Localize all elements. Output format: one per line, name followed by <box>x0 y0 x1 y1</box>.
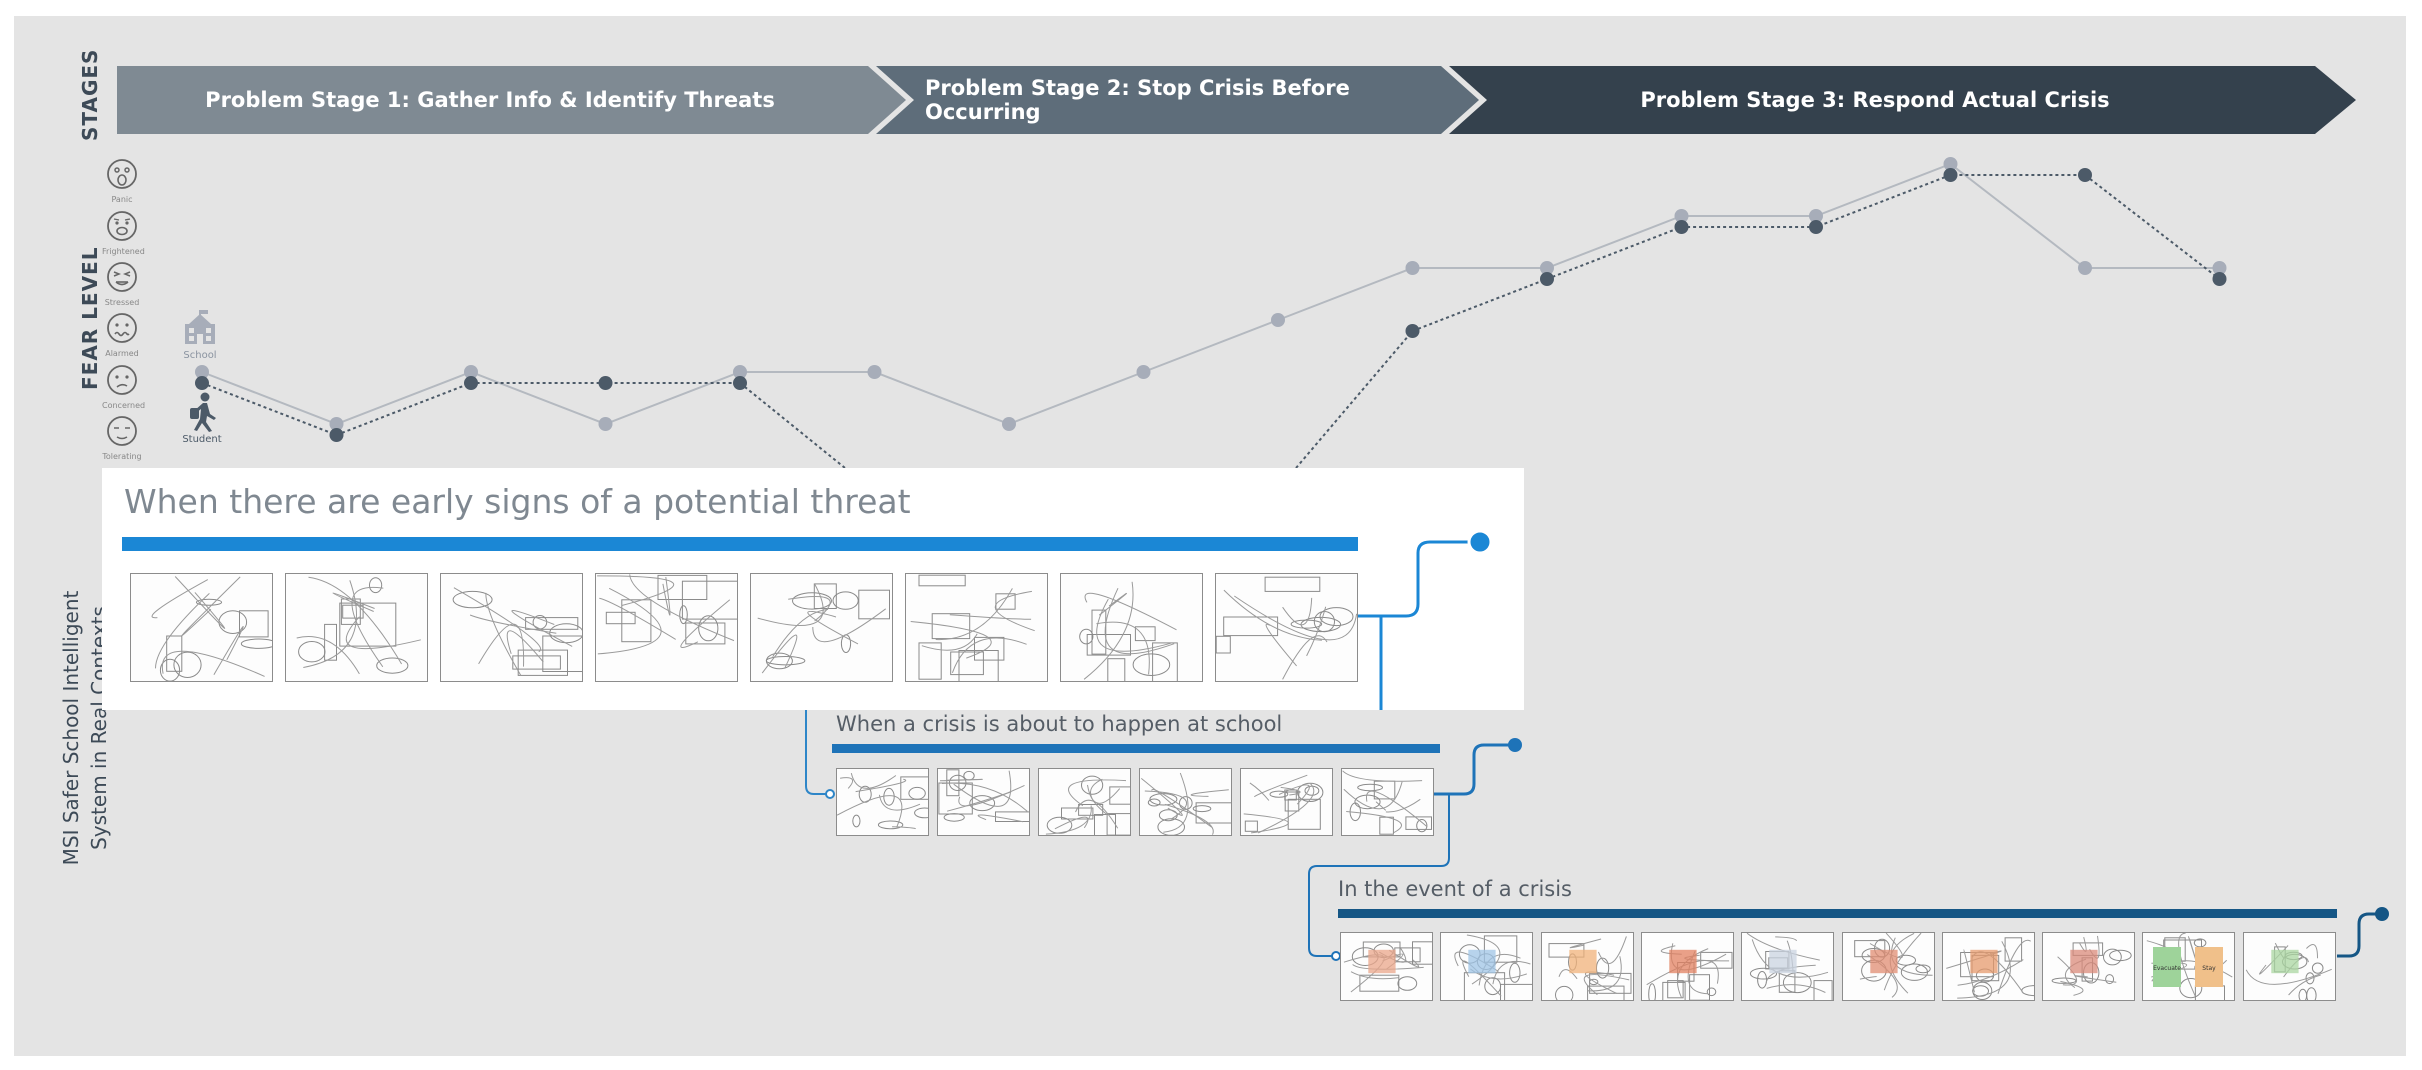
in-event-storyboard-6[interactable] <box>1841 932 1935 1001</box>
in-event-storyboard-7[interactable] <box>1941 932 2035 1001</box>
stage-1-label: Problem Stage 1: Gather Info & Identify … <box>205 88 775 112</box>
in-event-storyboard-1[interactable] <box>1340 932 1433 1001</box>
crisis-about-storyboard-1[interactable] <box>836 768 929 836</box>
fear-level-label: Tolerating <box>102 452 142 461</box>
in-event-title: In the event of a crisis <box>1338 877 1572 901</box>
student-walking-icon <box>190 392 216 432</box>
early-signs-title: When there are early signs of a potentia… <box>124 482 911 521</box>
in-event-storyboard-9[interactable]: Evacuate Stay <box>2142 932 2236 1001</box>
svg-text:Stay: Stay <box>2203 965 2217 972</box>
early-signs-storyboard-5[interactable] <box>750 573 893 682</box>
stage-2-label: Problem Stage 2: Stop Crisis Before Occu… <box>925 76 1350 124</box>
fear-level-frightened: Frightened <box>102 210 145 256</box>
stage-3-label: Problem Stage 3: Respond Actual Crisis <box>1640 88 2110 112</box>
fear-level-alarmed: Alarmed <box>102 312 142 358</box>
concerned-face-icon <box>107 365 137 395</box>
stressed-face-icon <box>107 262 137 292</box>
early-signs-bar <box>122 537 1358 551</box>
school-legend: School <box>178 310 222 361</box>
stages-axis-label: STAGES <box>78 48 102 141</box>
school-building-icon <box>185 310 215 344</box>
school-legend-label: School <box>183 350 217 361</box>
crisis-about-storyboard-5[interactable] <box>1240 768 1333 836</box>
fear-level-tolerating: Tolerating <box>102 415 142 461</box>
frightened-face-icon <box>107 211 137 241</box>
early-signs-storyboard-8[interactable] <box>1215 573 1358 682</box>
fear-level-label: Stressed <box>104 298 140 307</box>
in-event-storyboard-4[interactable] <box>1640 932 1734 1001</box>
panic-face-icon <box>107 159 137 189</box>
fear-level-label: Alarmed <box>105 349 139 358</box>
alarmed-face-icon <box>107 313 137 343</box>
crisis-about-storyboard-3[interactable] <box>1038 768 1131 836</box>
in-event-storyboard-10[interactable] <box>2242 932 2336 1001</box>
early-signs-storyboard-2[interactable] <box>285 573 428 682</box>
fear-level-stressed: Stressed <box>102 261 142 307</box>
early-signs-storyboard-1[interactable] <box>130 573 273 682</box>
fear-level-panic: Panic <box>102 158 142 204</box>
fear-level-axis-label: FEAR LEVEL <box>78 246 102 390</box>
in-event-storyboard-5[interactable] <box>1741 932 1835 1001</box>
student-legend-label: Student <box>182 434 222 445</box>
early-signs-storyboard-4[interactable] <box>595 573 738 682</box>
crisis-about-bar <box>832 744 1440 753</box>
fear-level-label: Concerned <box>102 401 146 410</box>
crisis-about-storyboard-2[interactable] <box>937 768 1030 836</box>
fear-level-label: Panic <box>111 195 133 204</box>
fear-level-label: Frightened <box>102 247 145 256</box>
student-legend: Student <box>180 392 224 445</box>
in-event-storyboard-3[interactable] <box>1540 932 1634 1001</box>
fear-level-concerned: Concerned <box>102 364 146 410</box>
early-signs-storyboard-7[interactable] <box>1060 573 1203 682</box>
tolerating-face-icon <box>107 416 137 446</box>
crisis-about-title: When a crisis is about to happen at scho… <box>836 712 1283 736</box>
in-event-storyboard-8[interactable] <box>2042 932 2136 1001</box>
crisis-about-storyboard-4[interactable] <box>1139 768 1232 836</box>
crisis-about-storyboard-6[interactable] <box>1341 768 1434 836</box>
svg-text:Evacuate: Evacuate <box>2153 965 2181 972</box>
system-axis-line-1: MSI Safer School Intelligent <box>59 590 83 866</box>
in-event-storyboard-2[interactable] <box>1440 932 1534 1001</box>
in-event-bar <box>1338 909 2337 918</box>
early-signs-storyboard-6[interactable] <box>905 573 1048 682</box>
early-signs-storyboard-3[interactable] <box>440 573 583 682</box>
